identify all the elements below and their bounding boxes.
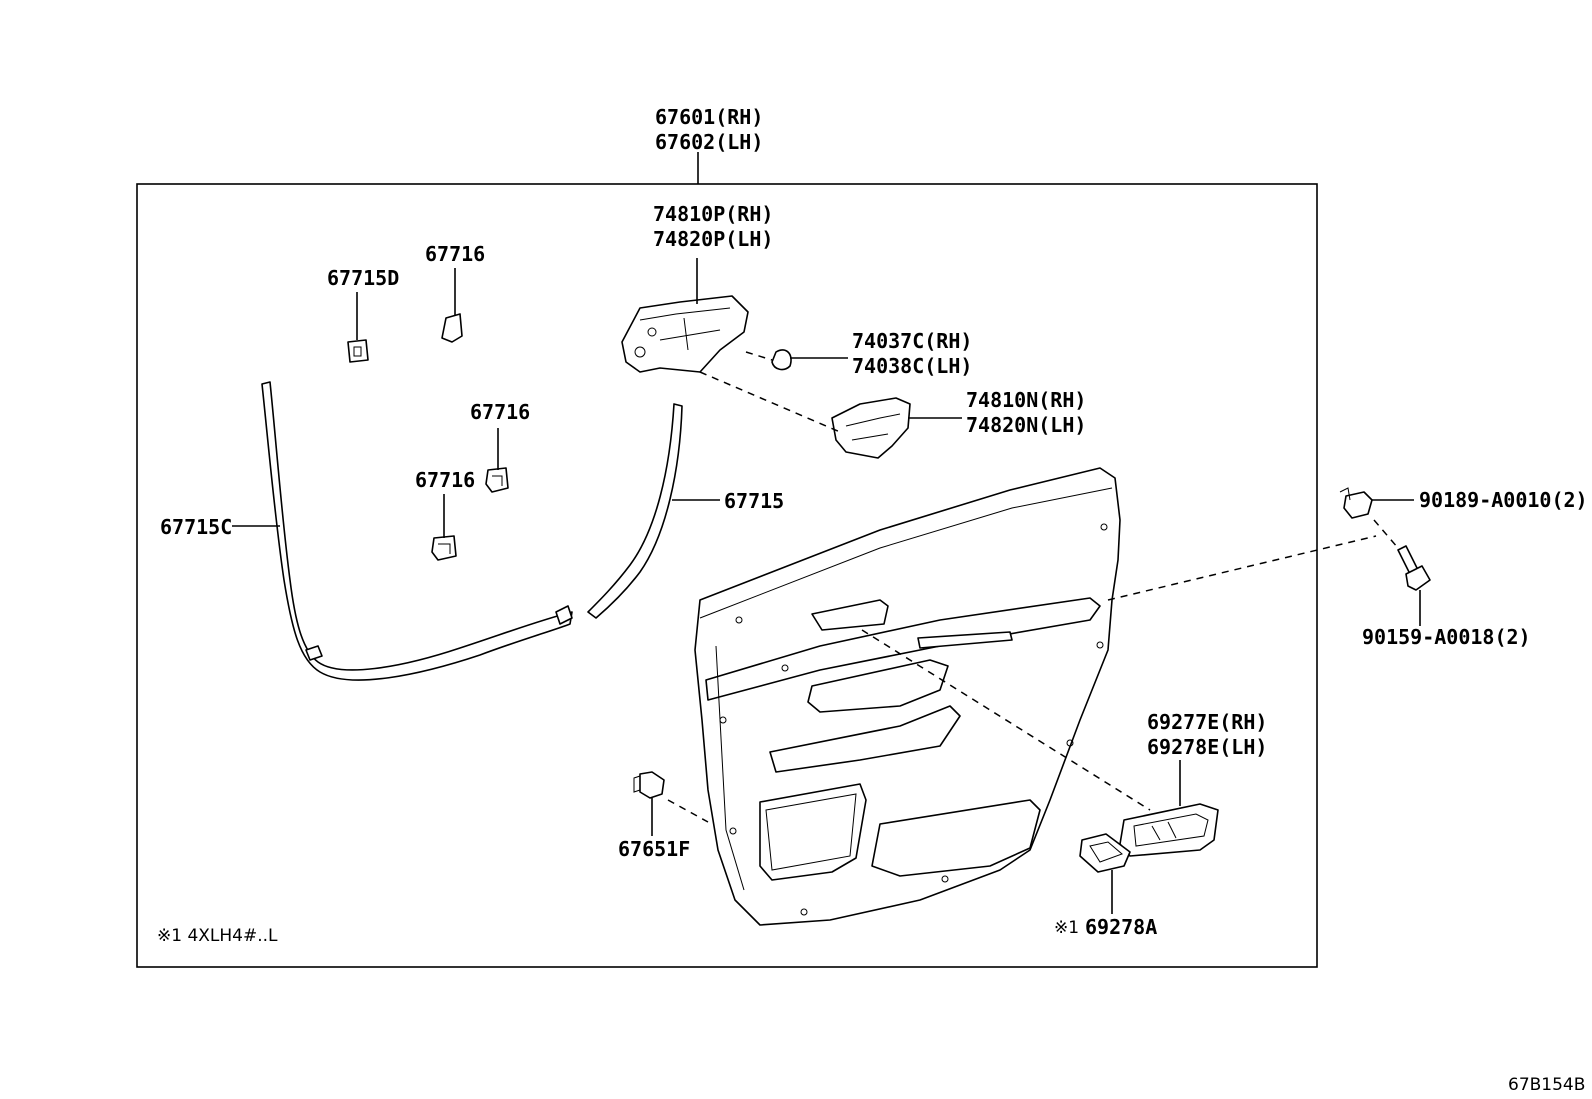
screw-part — [1397, 545, 1431, 591]
handle-cover-part — [831, 397, 911, 459]
label-panel-lh: 67602(LH) — [655, 130, 763, 154]
clip-nut-part — [1339, 487, 1373, 519]
label-clip-1: 67716 — [425, 242, 485, 266]
label-handle-cover-rh: 74810N(RH) — [966, 388, 1086, 412]
seal-c-clip-tab — [555, 605, 573, 625]
assembly-line-clip-f — [667, 799, 709, 823]
clip-67716-mid — [485, 467, 509, 493]
clip-67716-top — [441, 313, 463, 343]
label-handle-cover-lh: 74820N(LH) — [966, 413, 1086, 437]
pad-part — [1079, 833, 1131, 873]
label-handle-base-lh: 74820P(LH) — [653, 227, 773, 251]
clip-67716-low — [431, 535, 457, 561]
drawing-id: 67B154B — [1508, 1075, 1585, 1095]
clip-67715d — [347, 339, 369, 363]
handle-base-part — [621, 295, 749, 373]
label-bezel-rh: 69277E(RH) — [1147, 710, 1267, 734]
label-pad-mark: ※1 — [1054, 918, 1079, 938]
label-cap-rh: 74037C(RH) — [852, 329, 972, 353]
footnote: ※1 4XLH4#..L — [157, 926, 278, 946]
clip-67651f-part — [633, 771, 665, 799]
label-bezel-lh: 69278E(LH) — [1147, 735, 1267, 759]
assembly-line-bezel — [861, 629, 1151, 811]
cap-part — [771, 349, 792, 371]
label-clip-2: 67716 — [470, 400, 530, 424]
assembly-line-cap — [745, 351, 773, 361]
seal-part — [587, 403, 683, 619]
label-panel-rh: 67601(RH) — [655, 105, 763, 129]
label-seal: 67715 — [724, 489, 784, 513]
seal-c-tab — [305, 645, 323, 661]
label-seal-d: 67715D — [327, 266, 399, 290]
label-screw: 90159-A0018(2) — [1362, 625, 1531, 649]
switch-bezel-part — [1119, 803, 1219, 857]
assembly-line-screw — [1107, 535, 1377, 601]
label-cap-lh: 74038C(LH) — [852, 354, 972, 378]
label-clip-f: 67651F — [618, 837, 690, 861]
seal-c-part — [261, 381, 573, 681]
diagram-frame — [136, 183, 1318, 968]
label-seal-c: 67715C — [160, 515, 232, 539]
label-handle-base-rh: 74810P(RH) — [653, 202, 773, 226]
label-pad: 69278A — [1085, 915, 1157, 939]
label-clip-3: 67716 — [415, 468, 475, 492]
label-clip-nut: 90189-A0010(2) — [1419, 488, 1588, 512]
assembly-line-clip-nut — [1373, 519, 1399, 549]
door-trim-panel — [694, 467, 1121, 926]
assembly-line-handle — [699, 371, 841, 433]
